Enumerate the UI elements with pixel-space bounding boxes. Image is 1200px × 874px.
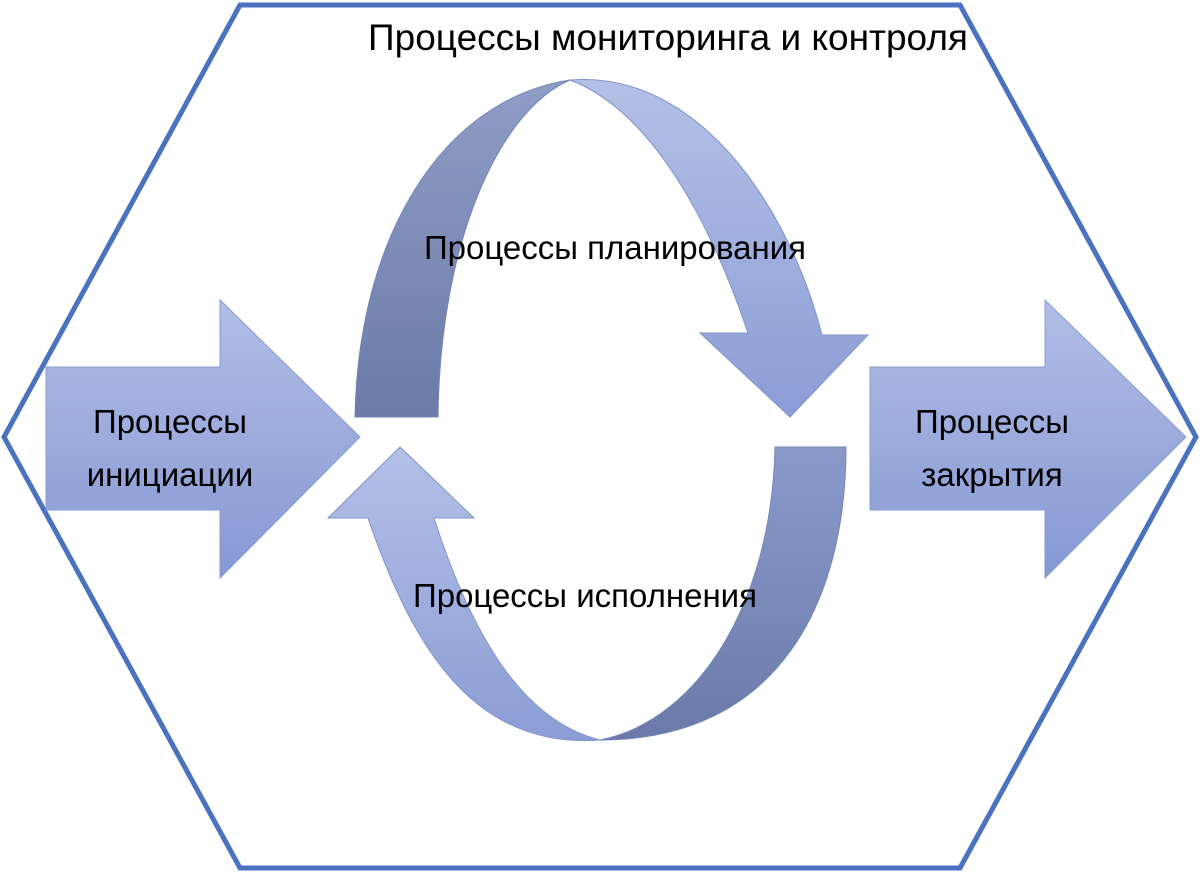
execution-arrow-light (326, 446, 601, 742)
planning-arrow-light (569, 79, 870, 418)
planning-label: Процессы планирования (423, 229, 807, 266)
initiation-arrow (45, 298, 361, 580)
monitoring-control-label: Процессы мониторинга и контроля (368, 17, 968, 58)
planning-arrow-dark (354, 79, 571, 418)
closing-arrow (869, 298, 1187, 580)
execution-arrow-dark (599, 446, 847, 741)
initiation-label: Процессы инициации (86, 403, 254, 493)
execution-label: Процессы исполнения (413, 577, 757, 614)
closing-label: Процессы закрытия (914, 403, 1070, 493)
